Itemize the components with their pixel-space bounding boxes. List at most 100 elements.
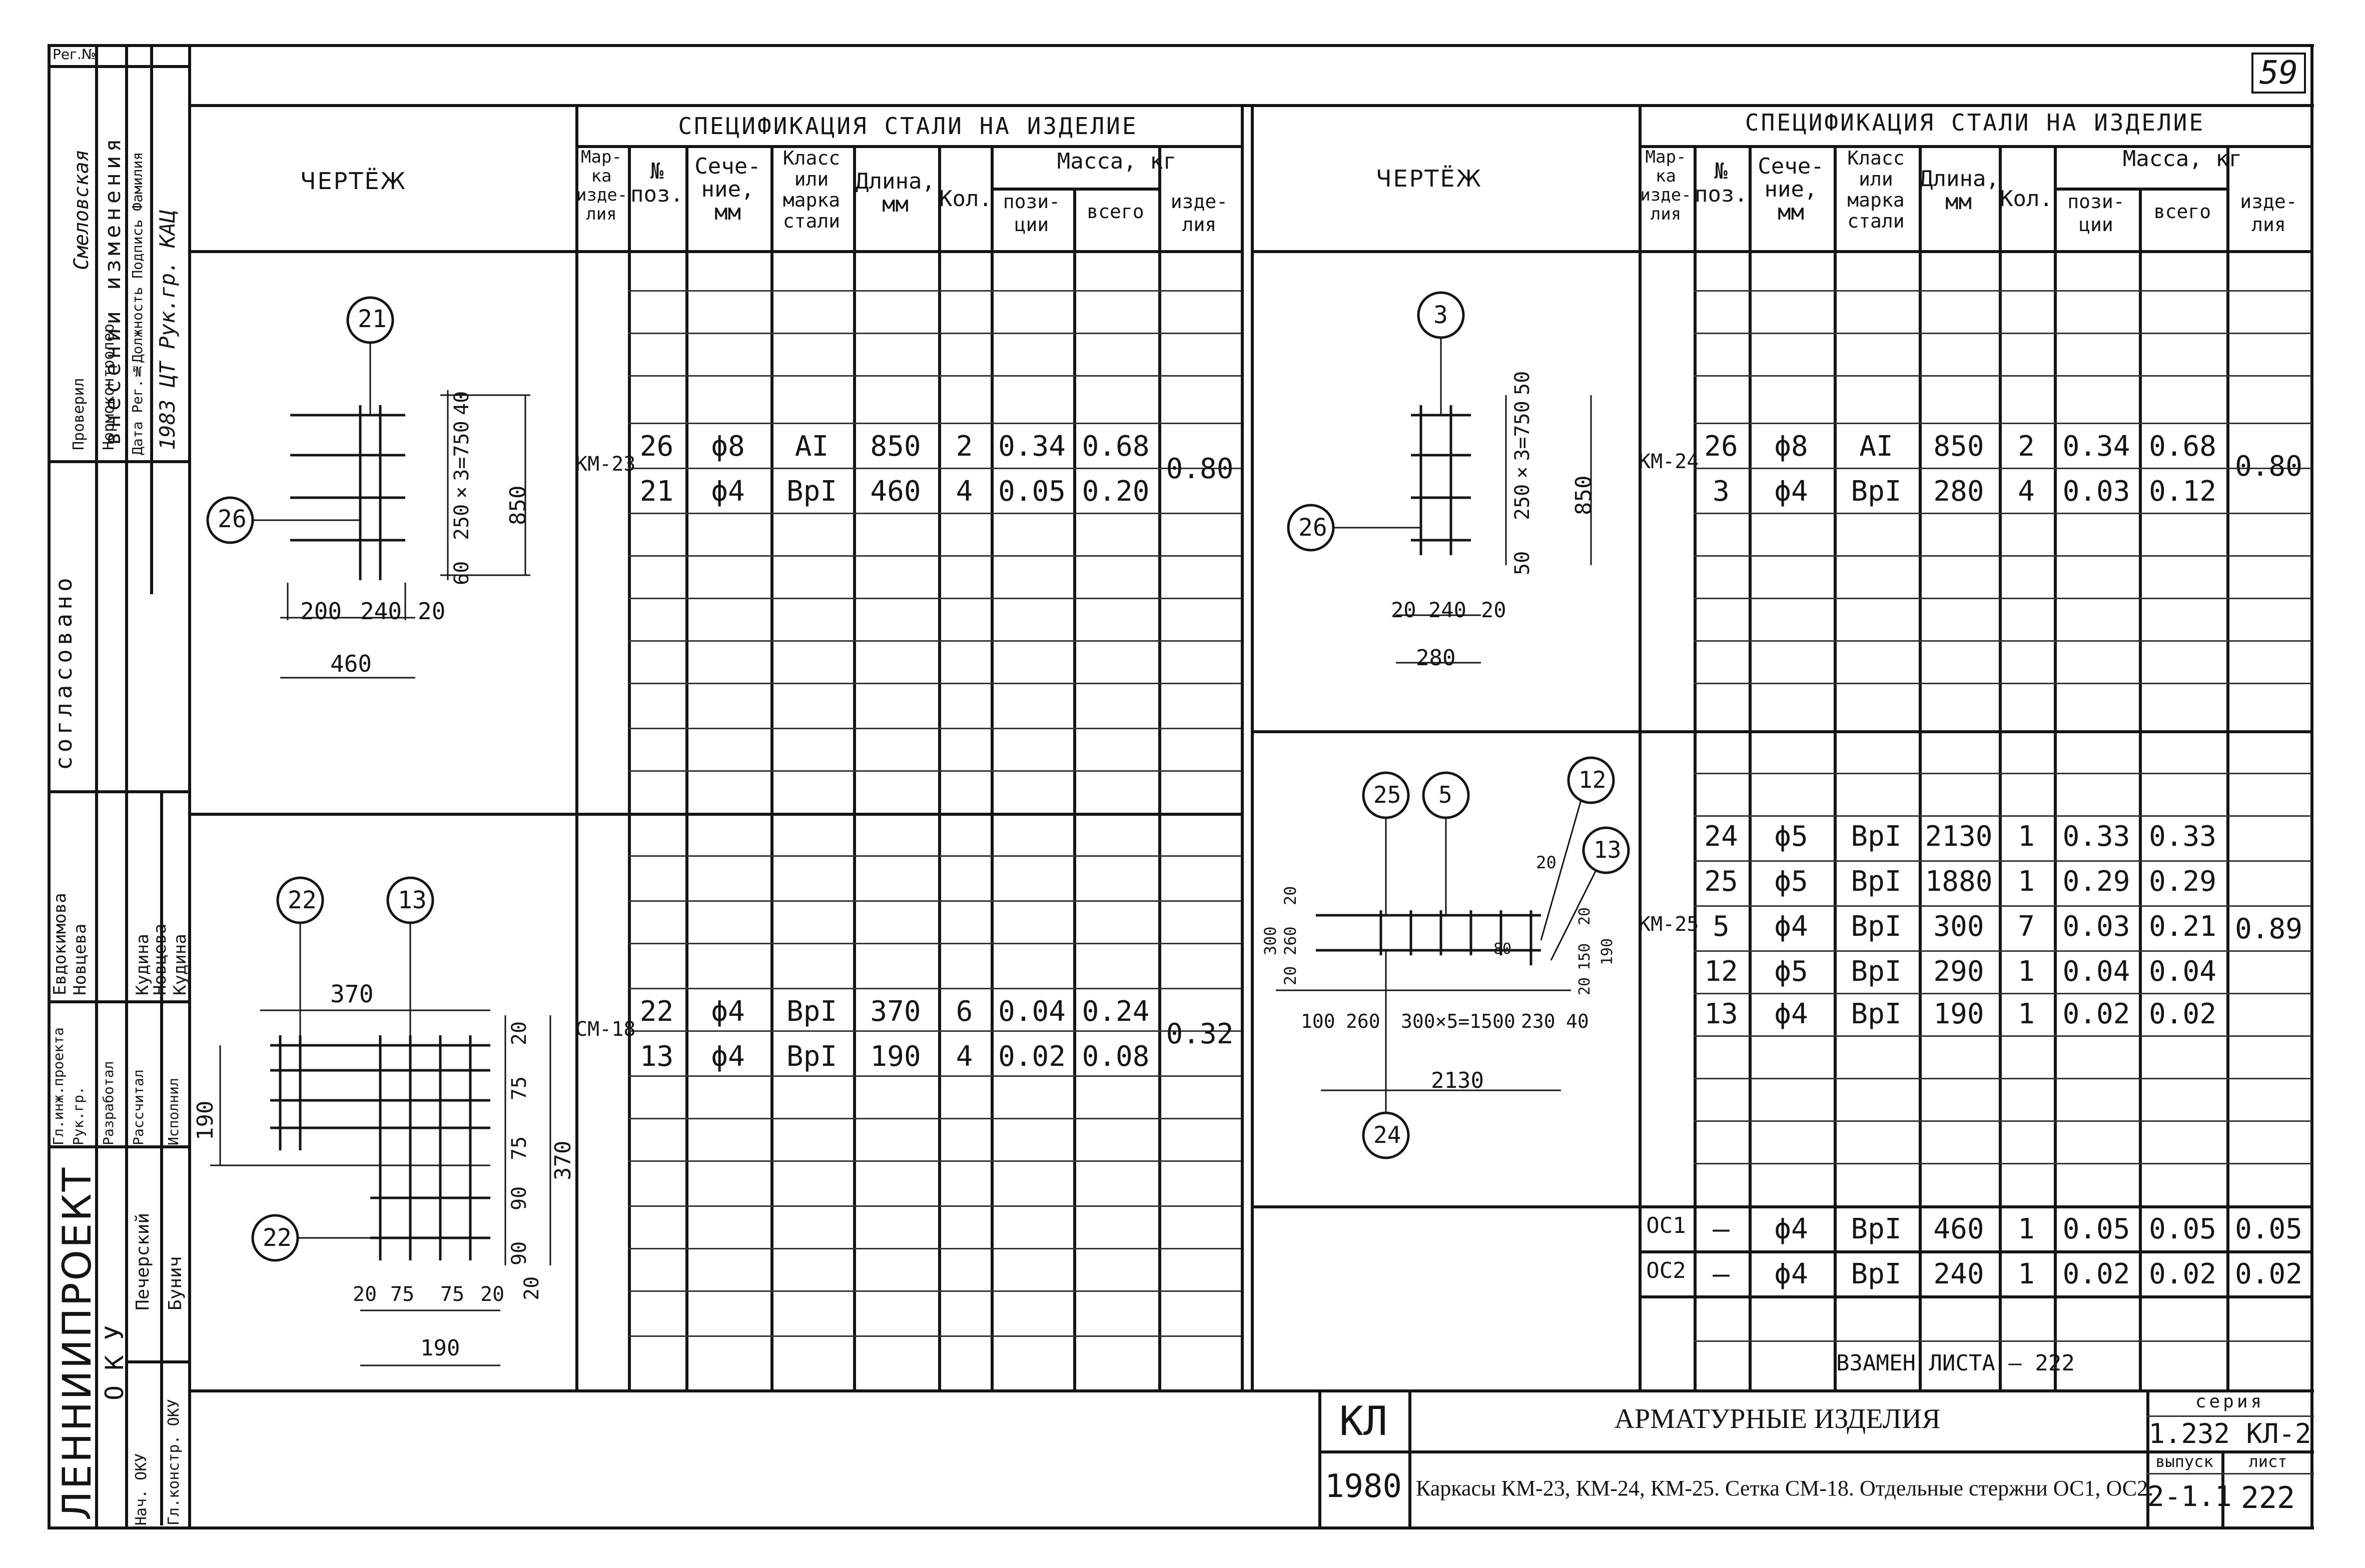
right-g1-r4-mtot: 0.02 bbox=[2149, 998, 2216, 1030]
km24-dim-w1: 20 bbox=[1391, 598, 1416, 622]
km23-dim-htotal: 850 bbox=[505, 485, 531, 525]
reg-no-label: Рег.№ bbox=[53, 46, 96, 63]
left-h-mass-pos: пози- ции bbox=[1003, 191, 1061, 236]
km25-dim-b4: 230 bbox=[1521, 1010, 1555, 1032]
left-g1-mark: СМ-18 bbox=[575, 1018, 636, 1041]
right-g2-mark: ОС1 bbox=[1646, 1213, 1686, 1238]
km24-dim-hmid: 250×3=750 bbox=[1511, 401, 1534, 520]
left-g0-r0-section: ϕ8 bbox=[711, 430, 745, 463]
title-desc: Каркасы КМ-23, КМ-24, КМ-25. Сетка СМ-18… bbox=[1416, 1476, 2154, 1500]
km25-bubble-d: 13 bbox=[1594, 836, 1622, 863]
right-spec-title: СПЕЦИФИКАЦИЯ СТАЛИ НА ИЗДЕЛИЕ bbox=[1745, 109, 2205, 136]
km25-bubble-c: 12 bbox=[1579, 766, 1607, 793]
cm18-dim-rtot: 370 bbox=[550, 1140, 576, 1180]
left-g0-r1-mtot: 0.20 bbox=[1082, 475, 1150, 508]
left-g0-r1-pos: 21 bbox=[639, 475, 674, 508]
right-g0-mark: КМ-24 bbox=[1639, 450, 1699, 473]
right-g1-r2-length: 300 bbox=[1933, 910, 1984, 943]
right-g1-r2-section: ϕ4 bbox=[1774, 910, 1808, 943]
km23-dim-w1: 200 bbox=[300, 598, 342, 625]
km25-dim-r4: 20 bbox=[1576, 977, 1594, 995]
km23-dim-total: 460 bbox=[330, 650, 372, 677]
right-g0-r1-mpos: 0.03 bbox=[2062, 475, 2130, 508]
right-g1-r0-mpos: 0.33 bbox=[2062, 820, 2130, 853]
left-g1-r1-length: 190 bbox=[870, 1040, 921, 1073]
left-g1-r0-class: BpI bbox=[786, 995, 838, 1028]
left-g1-r1-section: ϕ4 bbox=[711, 1040, 745, 1073]
left-g1-r0-length: 370 bbox=[870, 995, 921, 1028]
right-drawing-label: ЧЕРТЁЖ bbox=[1376, 165, 1483, 192]
right-g0-r1-qty: 4 bbox=[2018, 475, 2035, 508]
left-g0-item-mass: 0.80 bbox=[1166, 453, 1234, 485]
km25-bubble-a: 25 bbox=[1373, 781, 1401, 808]
right-g3-r0-mpos: 0.02 bbox=[2062, 1258, 2130, 1290]
left-g0-mark: КМ-23 bbox=[575, 453, 636, 476]
right-g1-r1-mpos: 0.29 bbox=[2062, 865, 2130, 898]
left-g0-r0-mpos: 0.34 bbox=[998, 430, 1066, 463]
left-g0-r0-mtot: 0.68 bbox=[1082, 430, 1150, 463]
right-h-mass-item: изде- лия bbox=[2240, 191, 2297, 236]
right-g1-r1-pos: 25 bbox=[1704, 865, 1738, 898]
replace-note: ВЗАМЕН ЛИСТА – 222 bbox=[1836, 1350, 2075, 1376]
right-g0-r0-pos: 26 bbox=[1704, 430, 1738, 463]
right-g3-r0-mtot: 0.02 bbox=[2149, 1258, 2216, 1290]
right-g3-item-mass: 0.02 bbox=[2235, 1258, 2302, 1290]
sheet-label: лист bbox=[2248, 1452, 2287, 1471]
right-g2-r0-qty: 1 bbox=[2018, 1213, 2035, 1245]
cm18-bubble-c: 22 bbox=[263, 1224, 292, 1252]
right-g1-mark: КМ-25 bbox=[1639, 913, 1699, 936]
right-g1-r3-mtot: 0.04 bbox=[2149, 955, 2216, 988]
right-g1-r0-class: BpI bbox=[1851, 820, 1902, 853]
km25-dim-r1: 20 bbox=[1576, 907, 1594, 925]
right-g0-r1-length: 280 bbox=[1933, 475, 1984, 508]
km23-dim-htop: 40 bbox=[450, 391, 473, 415]
right-g0-r0-qty: 2 bbox=[2018, 430, 2035, 463]
km25-dim-t1: 20 bbox=[1536, 853, 1556, 873]
left-g0-r1-mpos: 0.05 bbox=[998, 475, 1066, 508]
left-g0-r0-class: AI bbox=[795, 430, 829, 463]
cm18-dim-r3: 75 bbox=[508, 1136, 531, 1160]
right-g3-mark: ОС2 bbox=[1646, 1258, 1686, 1283]
km23-dim-hbot: 60 bbox=[450, 561, 473, 585]
right-g0-r1-section: ϕ4 bbox=[1774, 475, 1808, 508]
km25-dim-l3: 20 bbox=[1281, 886, 1300, 905]
km25-dim-r2: 150 bbox=[1576, 943, 1594, 970]
right-g0-r0-mpos: 0.34 bbox=[2062, 430, 2130, 463]
right-h-qty: Кол. bbox=[2000, 186, 2053, 212]
left-g1-r0-mtot: 0.24 bbox=[1082, 995, 1150, 1028]
right-g1-r1-section: ϕ5 bbox=[1774, 865, 1808, 898]
right-g3-r0-pos: – bbox=[1713, 1258, 1730, 1290]
right-g1-r2-class: BpI bbox=[1851, 910, 1902, 943]
right-g1-r0-mtot: 0.33 bbox=[2149, 820, 2216, 853]
right-g0-r0-section: ϕ8 bbox=[1774, 430, 1808, 463]
km24-cage bbox=[1287, 291, 1592, 664]
right-g0-r1-mtot: 0.12 bbox=[2149, 475, 2216, 508]
right-g3-r0-length: 240 bbox=[1933, 1258, 1984, 1290]
right-g3-r0-qty: 1 bbox=[2018, 1258, 2035, 1290]
left-g0-r0-length: 850 bbox=[870, 430, 921, 463]
cm18-dim-b4: 20 bbox=[480, 1283, 505, 1306]
left-h-class: Класс или марка стали bbox=[782, 147, 841, 232]
right-h-mass-total: всего bbox=[2153, 201, 2211, 223]
right-g1-item-mass: 0.89 bbox=[2235, 913, 2302, 945]
left-g1-r0-section: ϕ4 bbox=[711, 995, 745, 1028]
right-g2-item-mass: 0.05 bbox=[2235, 1213, 2302, 1245]
left-g1-r1-pos: 13 bbox=[639, 1040, 674, 1073]
left-drawing-label: ЧЕРТЁЖ bbox=[300, 168, 407, 195]
km25-bubble-b: 5 bbox=[1438, 781, 1452, 808]
right-g1-r2-mtot: 0.21 bbox=[2149, 910, 2216, 943]
issue-value: 2-1.1 bbox=[2147, 1480, 2232, 1513]
right-g1-r0-section: ϕ5 bbox=[1774, 820, 1808, 853]
right-h-mass: Масса, кг bbox=[2122, 146, 2242, 172]
issue-label: выпуск bbox=[2155, 1452, 2213, 1471]
right-g0-item-mass: 0.80 bbox=[2235, 450, 2302, 483]
left-g0-r1-qty: 4 bbox=[956, 475, 973, 508]
km23-bubble-b: 26 bbox=[218, 505, 247, 533]
cm18-dim-top: 370 bbox=[330, 980, 374, 1008]
right-g0-r0-mtot: 0.68 bbox=[2149, 430, 2216, 463]
right-h-section: Сече- ние, мм bbox=[1758, 154, 1824, 225]
cm18-dim-b3: 75 bbox=[440, 1283, 465, 1306]
cm18-dim-r6: 20 bbox=[520, 1276, 543, 1300]
left-g0-r1-class: BpI bbox=[786, 475, 838, 508]
right-g1-r2-qty: 7 bbox=[2018, 910, 2035, 943]
